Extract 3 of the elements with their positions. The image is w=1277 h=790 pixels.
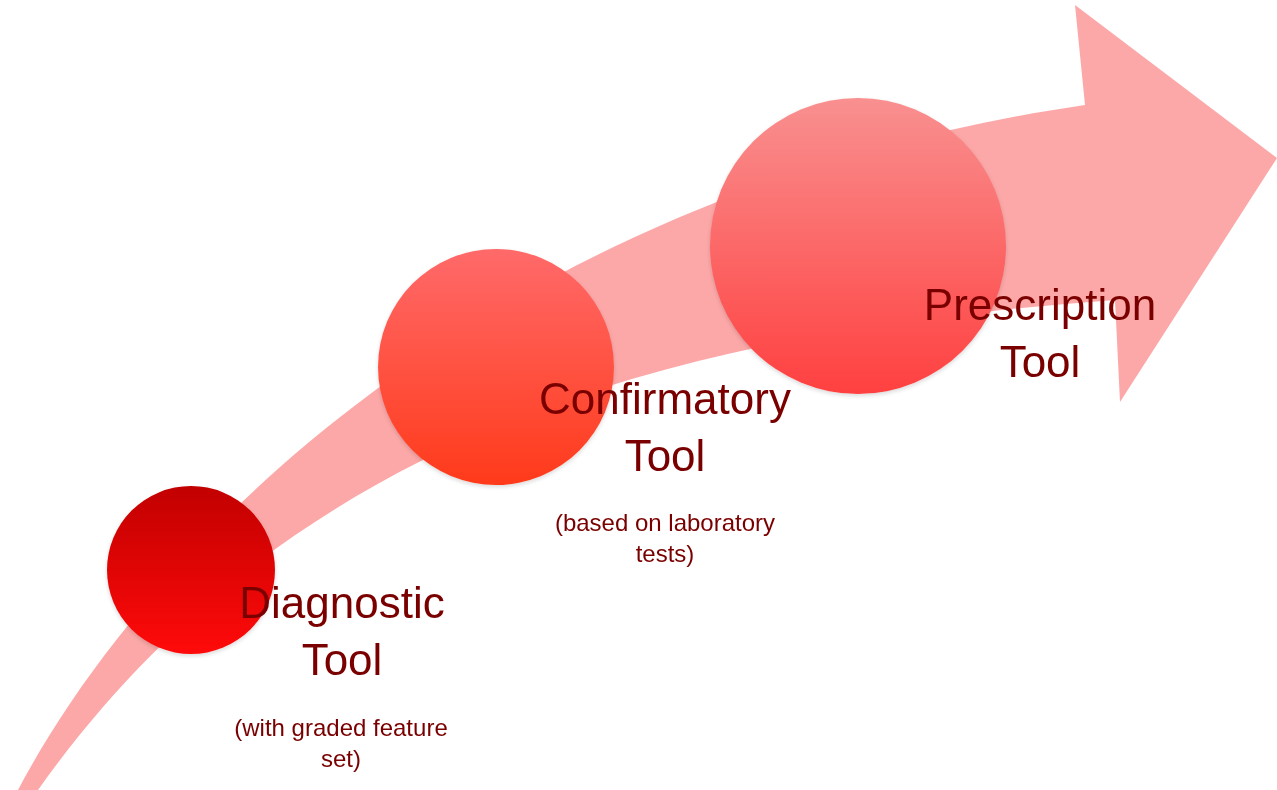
- step-note: (based on laboratory tests): [553, 508, 777, 570]
- step-note: (with graded feature set): [233, 713, 449, 775]
- step-title: Prescription Tool: [922, 279, 1158, 389]
